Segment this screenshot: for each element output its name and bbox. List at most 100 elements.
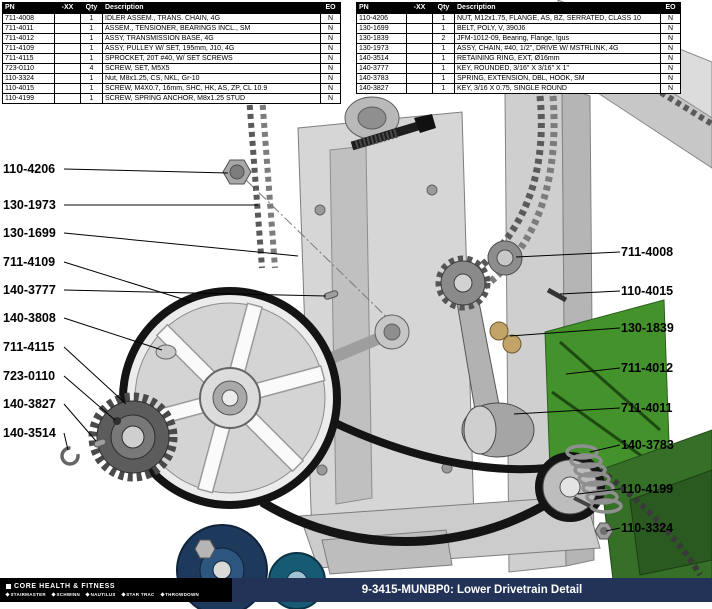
parts-table-left: PN -XX Qty Description EO 711-4008 1 IDL… xyxy=(2,2,341,104)
tensioner-assembly xyxy=(435,255,535,458)
part-description: KEY, 3/16 X 0.75, SINGLE ROUND xyxy=(454,83,661,94)
part-eo: N xyxy=(660,43,681,54)
part-dash xyxy=(54,83,81,94)
part-dash xyxy=(54,43,81,54)
retaining-ring xyxy=(60,446,80,466)
callout-110-4206: 110-4206 xyxy=(3,162,56,176)
part-qty: 1 xyxy=(432,63,455,74)
parts-table-left-body: 711-4008 1 IDLER ASSEM., TRANS. CHAIN, 4… xyxy=(2,13,341,104)
table-row: 711-4012 1 ASSY, TRANSMISSION BASE, 4G N xyxy=(2,33,341,44)
part-qty: 1 xyxy=(80,13,103,24)
flange-bearings xyxy=(489,321,522,354)
table-row: 711-4011 1 ASSEM., TENSIONER, BEARINGS I… xyxy=(2,23,341,34)
callout-110-4015: 110-4015 xyxy=(621,284,674,298)
part-description: NUT, M12x1.75, FLANGE, AS, BZ, SERRATED,… xyxy=(454,13,661,24)
part-description: Nut, M8x1.25, CS, NKL, Gr-10 xyxy=(102,73,321,84)
brand-icon xyxy=(121,592,126,597)
callout-140-3808: 140-3808 xyxy=(3,311,56,325)
company-logo-icon xyxy=(6,584,11,589)
leader-lines xyxy=(63,168,621,532)
table-row: 130-1699 1 BELT, POLY, V, 390J6 N xyxy=(356,23,681,34)
col-qty: Qty xyxy=(80,2,103,14)
drive-pulley xyxy=(119,287,341,509)
set-screw xyxy=(113,417,121,425)
part-qty: 1 xyxy=(80,53,103,64)
callout-140-3827: 140-3827 xyxy=(3,397,56,411)
part-number: 130-1973 xyxy=(356,43,407,54)
part-description: RETAINING RING, EXT, Ø16mm xyxy=(454,53,661,64)
part-description: SCREW, SPRING ANCHOR, M8x1.25 STUD xyxy=(102,93,321,104)
part-dash xyxy=(406,43,433,54)
table-row: 140-3777 1 KEY, ROUNDED, 3/16" X 3/16" X… xyxy=(356,63,681,74)
callout-130-1699: 130-1699 xyxy=(3,226,56,240)
part-qty: 1 xyxy=(80,43,103,54)
key-round xyxy=(93,438,107,448)
table-row: 140-3514 1 RETAINING RING, EXT, Ø16mm N xyxy=(356,53,681,64)
col-qty: Qty xyxy=(432,2,455,14)
table-row: 130-1973 1 ASSY, CHAIN, #40, 1/2", DRIVE… xyxy=(356,43,681,54)
part-description: SCREW, M4X0.7, 16mm, SHC, HK, AS, ZP, CL… xyxy=(102,83,321,94)
part-qty: 1 xyxy=(80,73,103,84)
socket-screw xyxy=(546,287,568,303)
parts-table-right: PN -XX Qty Description EO 110-4206 1 NUT… xyxy=(356,2,681,94)
part-eo: N xyxy=(320,93,341,104)
part-qty: 1 xyxy=(432,23,455,34)
table-row: 711-4008 1 IDLER ASSEM., TRANS. CHAIN, 4… xyxy=(2,13,341,24)
footer-brand-block: CORE HEALTH & FITNESS StairMaster Schwin… xyxy=(0,578,232,602)
table-row: 110-3324 1 Nut, M8x1.25, CS, NKL, Gr-10 … xyxy=(2,73,341,84)
part-eo: N xyxy=(320,23,341,34)
part-eo: N xyxy=(660,33,681,44)
table-row: 140-3783 1 SPRING, EXTENSION, DBL, HOOK,… xyxy=(356,73,681,84)
col-xx: -XX xyxy=(54,2,81,14)
part-qty: 1 xyxy=(432,43,455,54)
part-dash xyxy=(406,23,433,34)
part-number: 711-4115 xyxy=(2,53,55,64)
part-eo: N xyxy=(320,33,341,44)
part-qty: 1 xyxy=(432,13,455,24)
hex-nut-small xyxy=(594,522,614,540)
part-number: 711-4109 xyxy=(2,43,55,54)
callout-711-4109: 711-4109 xyxy=(3,255,56,269)
part-eo: N xyxy=(320,73,341,84)
part-eo: N xyxy=(320,43,341,54)
part-dash xyxy=(54,53,81,64)
col-description: Description xyxy=(454,2,661,14)
part-dash xyxy=(406,53,433,64)
brand-icon xyxy=(5,592,10,597)
callout-711-4008: 711-4008 xyxy=(621,245,674,259)
brand-name: StairMaster xyxy=(10,592,46,597)
part-qty: 1 xyxy=(80,83,103,94)
part-number: 140-3777 xyxy=(356,63,407,74)
part-qty: 1 xyxy=(432,73,455,84)
brand-name: Schwinn xyxy=(56,592,81,597)
callout-711-4012: 711-4012 xyxy=(621,361,674,375)
callout-140-3783: 140-3783 xyxy=(621,438,674,452)
parts-table-right-header: PN -XX Qty Description EO xyxy=(356,2,681,14)
col-eo: EO xyxy=(660,2,681,14)
callout-130-1973: 130-1973 xyxy=(3,198,56,212)
poly-v-belt xyxy=(259,418,549,546)
part-dash xyxy=(406,33,433,44)
table-row: 711-4109 1 ASSY, PULLEY W/ SET, 195mm, J… xyxy=(2,43,341,54)
part-qty: 1 xyxy=(80,33,103,44)
part-qty: 4 xyxy=(80,63,103,74)
part-qty: 1 xyxy=(432,83,455,94)
callout-711-4115: 711-4115 xyxy=(3,340,55,354)
part-dash xyxy=(406,63,433,74)
col-xx: -XX xyxy=(406,2,433,14)
table-row: 140-3827 1 KEY, 3/16 X 0.75, SINGLE ROUN… xyxy=(356,83,681,94)
table-row: 110-4199 1 SCREW, SPRING ANCHOR, M8x1.25… xyxy=(2,93,341,104)
brand-icon xyxy=(159,592,165,597)
part-dash xyxy=(54,73,81,84)
washer xyxy=(155,344,177,360)
brand-logo: Nautilus xyxy=(85,592,116,597)
parts-table-left-header: PN -XX Qty Description EO xyxy=(2,2,341,14)
part-number: 140-3827 xyxy=(356,83,407,94)
part-description: ASSY, TRANSMISSION BASE, 4G xyxy=(102,33,321,44)
col-pn: PN xyxy=(2,2,55,14)
part-eo: N xyxy=(660,83,681,94)
part-number: 110-4199 xyxy=(2,93,55,104)
part-eo: N xyxy=(660,73,681,84)
part-number: 110-4015 xyxy=(2,83,55,94)
part-dash xyxy=(406,83,433,94)
